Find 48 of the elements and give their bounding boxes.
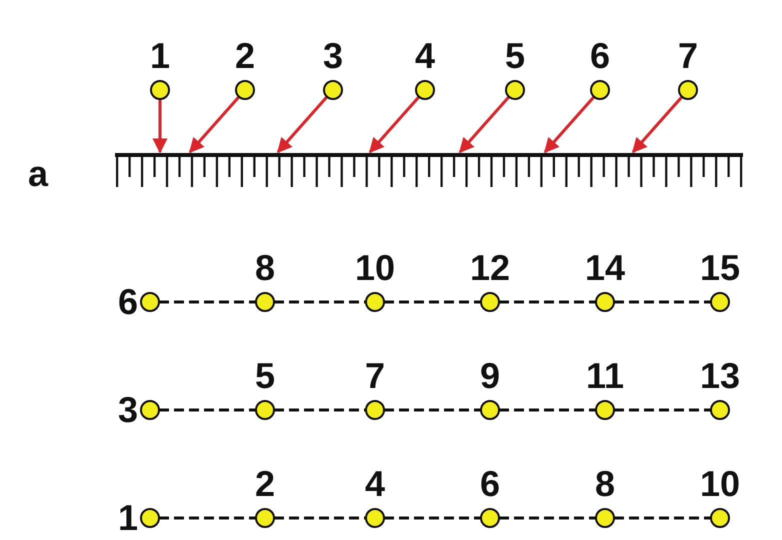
number-label: 6 [480, 466, 500, 502]
arrow [188, 96, 240, 154]
dashed-line [499, 300, 596, 304]
number-label: 11 [586, 358, 624, 394]
number-label: 13 [700, 358, 740, 394]
number-label: 9 [480, 358, 500, 394]
number-label: 8 [594, 466, 616, 502]
dashed-line [614, 408, 711, 412]
dashed-line [274, 408, 366, 412]
number-label: 3 [322, 38, 344, 74]
number-label: 3 [118, 392, 138, 428]
arrow [276, 96, 328, 154]
arrow [368, 96, 420, 154]
arrow [632, 96, 684, 154]
number-label: 12 [470, 250, 510, 286]
dashed-line [499, 516, 596, 520]
dashed-line [159, 408, 256, 412]
number-label: 5 [254, 358, 276, 394]
dashed-line [384, 408, 481, 412]
dashed-line [614, 300, 711, 304]
dashed-line [614, 516, 711, 520]
number-label: 7 [364, 358, 386, 394]
number-label: 4 [364, 466, 386, 502]
dashed-line [384, 516, 481, 520]
number-label: 14 [584, 250, 626, 286]
dashed-line [274, 300, 366, 304]
number-label: 15 [700, 250, 740, 286]
arrow [458, 96, 510, 154]
dashed-line [499, 408, 596, 412]
arrow [544, 96, 596, 154]
number-label: 4 [414, 38, 436, 74]
dashed-line [274, 516, 366, 520]
number-label: 5 [504, 38, 526, 74]
panel-letter: a [28, 156, 48, 192]
arrow [152, 99, 168, 154]
number-label: 2 [254, 466, 276, 502]
dashed-line [159, 516, 256, 520]
number-label: 6 [590, 38, 610, 74]
number-label: 1 [150, 38, 170, 74]
number-label: 7 [678, 38, 698, 74]
number-label: 2 [234, 38, 256, 74]
dashed-line [384, 300, 481, 304]
number-label: 1 [118, 500, 138, 536]
number-label: 6 [118, 284, 138, 320]
dashed-line [159, 300, 256, 304]
number-label: 10 [700, 466, 740, 502]
number-label: 10 [354, 250, 396, 286]
number-label: 8 [254, 250, 276, 286]
